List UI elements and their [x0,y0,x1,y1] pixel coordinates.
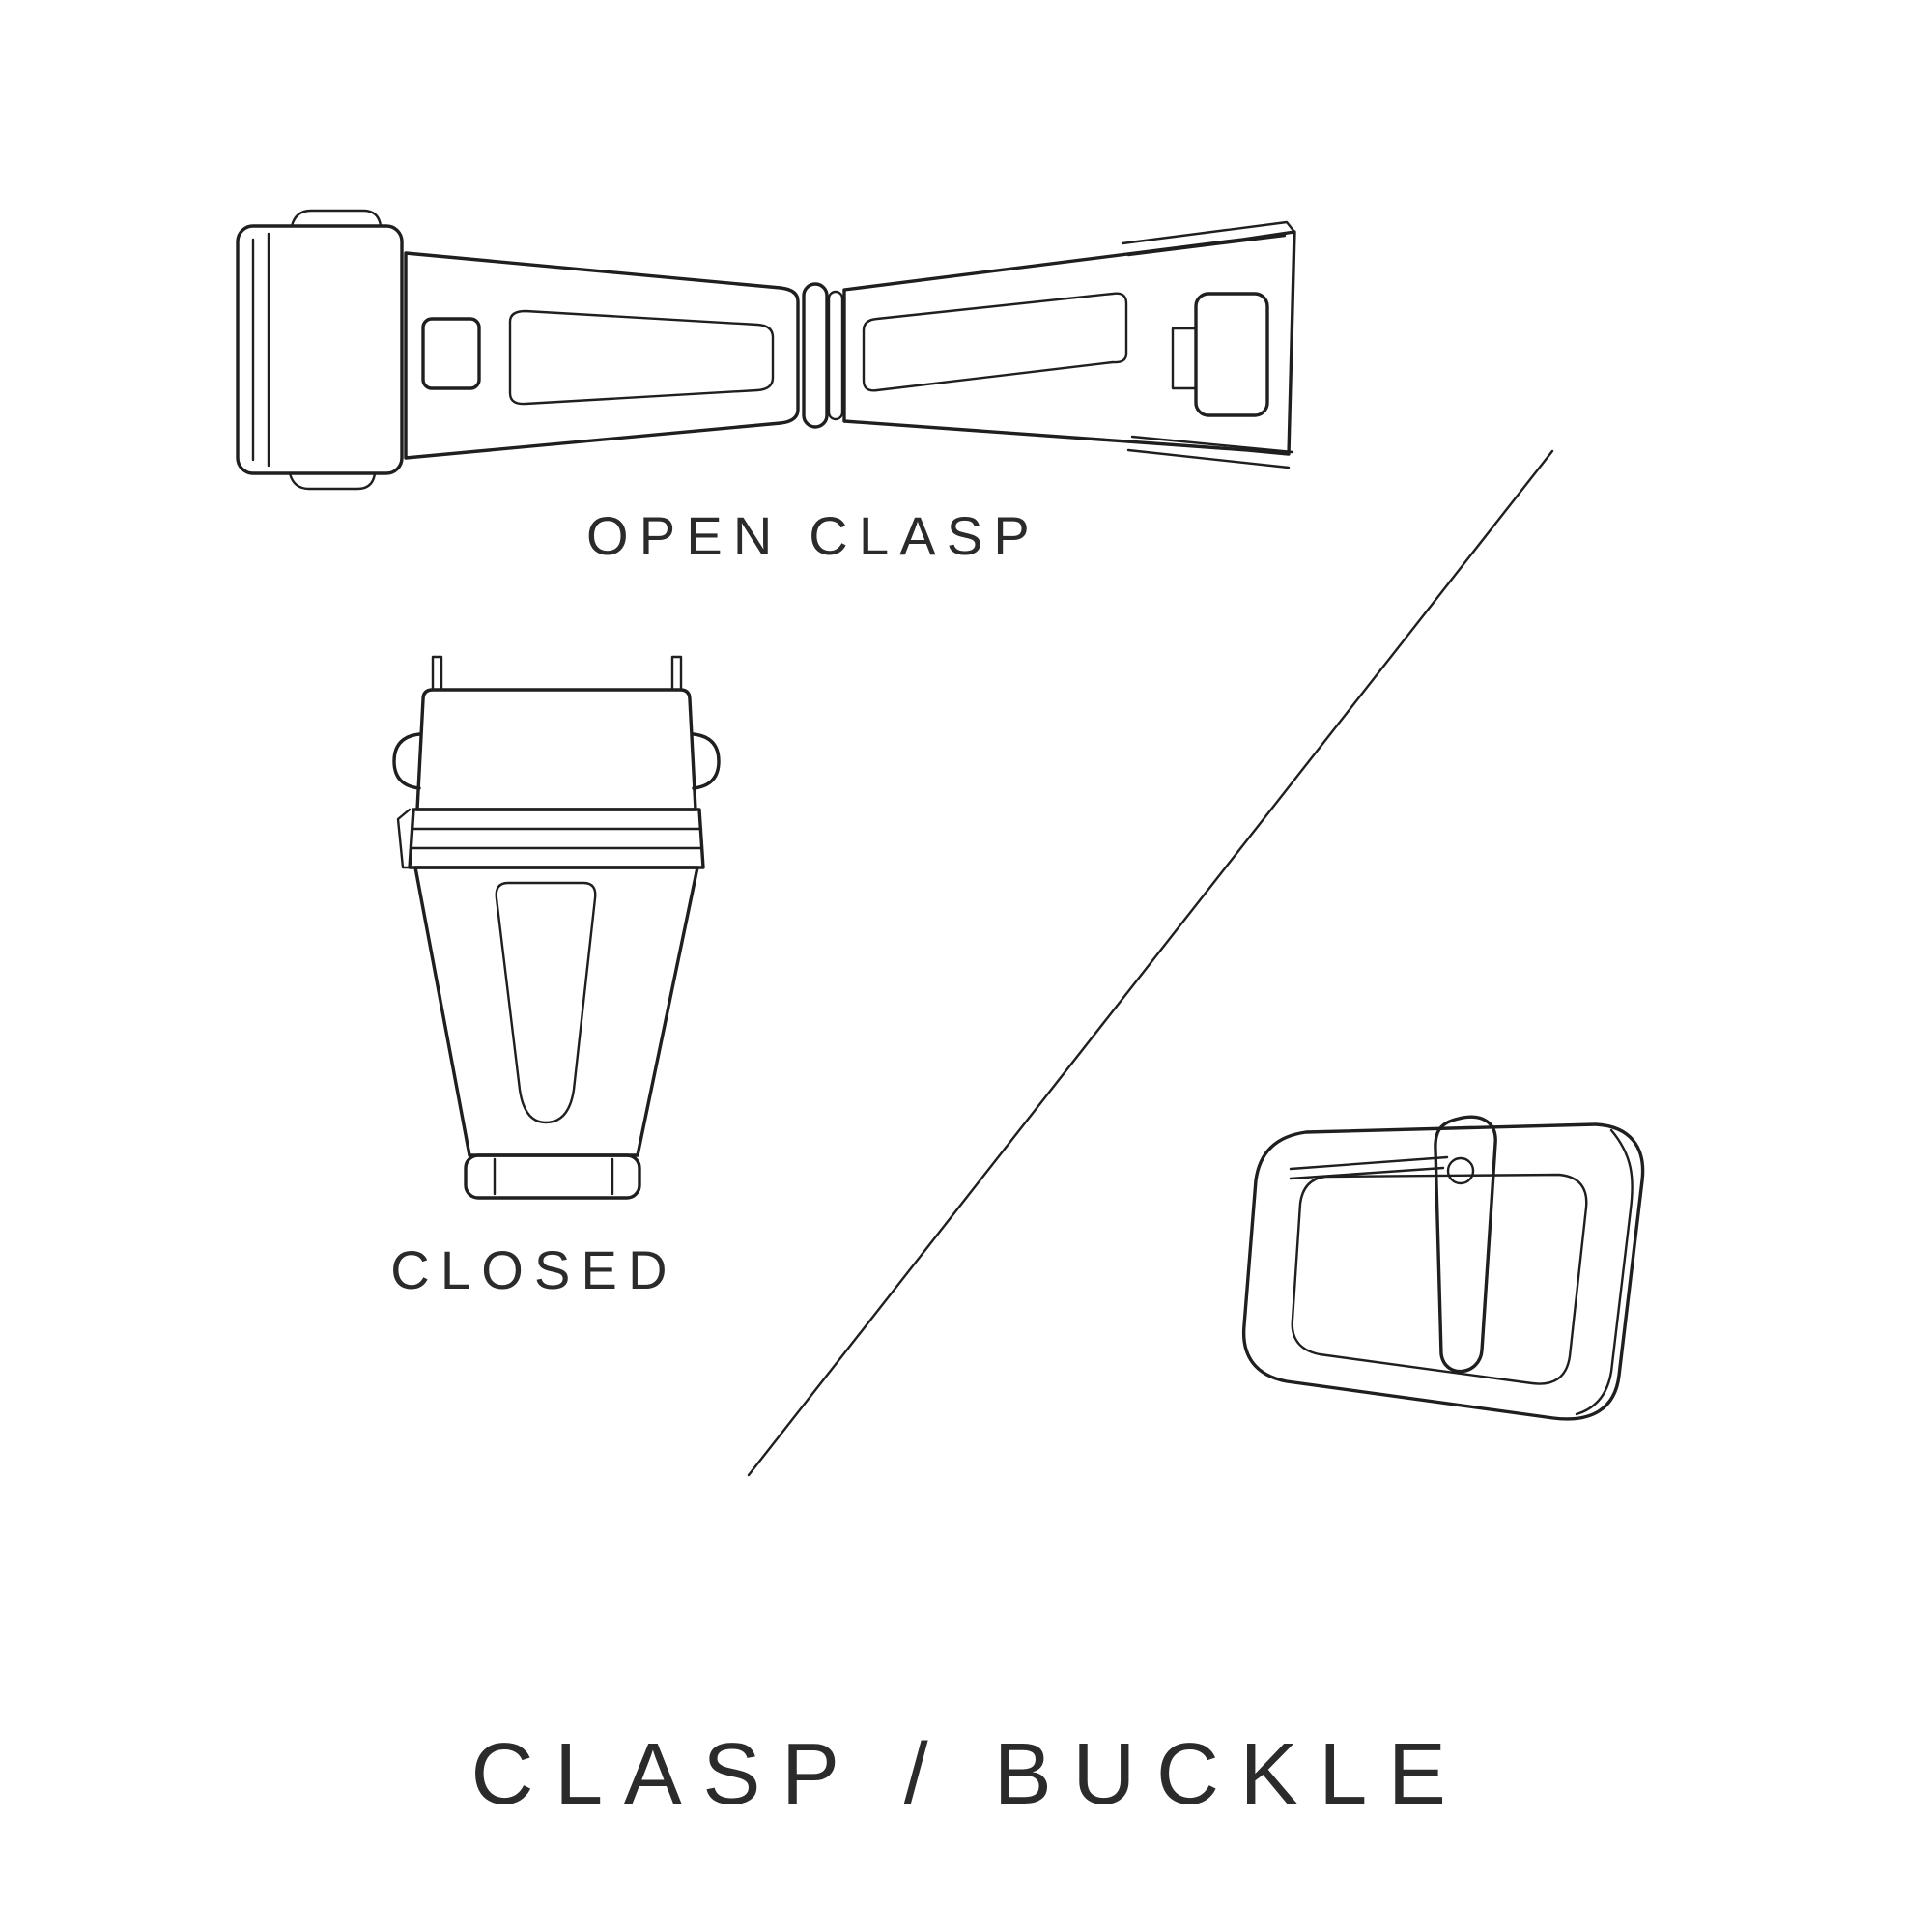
closed-clasp-prong-right [670,655,683,692]
buckle-tang [1434,1115,1497,1374]
closed-clasp-ear-right [692,732,721,790]
buckle-inner-opening [1291,1173,1588,1385]
closed-clasp-body [413,866,699,1157]
closed-clasp-top-box [415,688,697,811]
diagonal-divider [747,449,1554,1477]
closed-clasp-prong-left [431,655,443,692]
open-clasp-illustration [236,209,1296,491]
closed-clasp-foot [464,1153,641,1200]
page-title: CLASP / BUCKLE [470,1726,1467,1823]
buckle-pin [1289,1155,1449,1171]
open-clasp-right-arm [842,230,1296,456]
open-clasp-left-slot [421,317,481,390]
open-clasp-top-bump [290,209,383,228]
closed-label: CLOSED [390,1239,678,1300]
open-clasp-label: OPEN CLASP [586,505,1040,566]
buckle-illustration [1241,1115,1645,1421]
open-clasp-left-arm [404,251,800,460]
closed-clasp-ear-left [392,732,421,790]
buckle-outer-frame [1241,1122,1645,1421]
open-clasp-left-arm-inner [508,309,775,406]
open-clasp-hinge [802,282,829,429]
open-clasp-right-arm-inner [862,292,1128,392]
buckle-right-thickness [1575,1128,1634,1416]
open-clasp-catch [1194,292,1269,417]
buckle-pin-ring [1446,1156,1475,1185]
closed-clasp-body-inner [495,881,597,1124]
closed-clasp-illustration [392,655,721,1200]
open-clasp-left-endpiece [236,224,404,475]
closed-clasp-band [408,808,705,869]
open-clasp-bottom-bump [288,471,377,491]
